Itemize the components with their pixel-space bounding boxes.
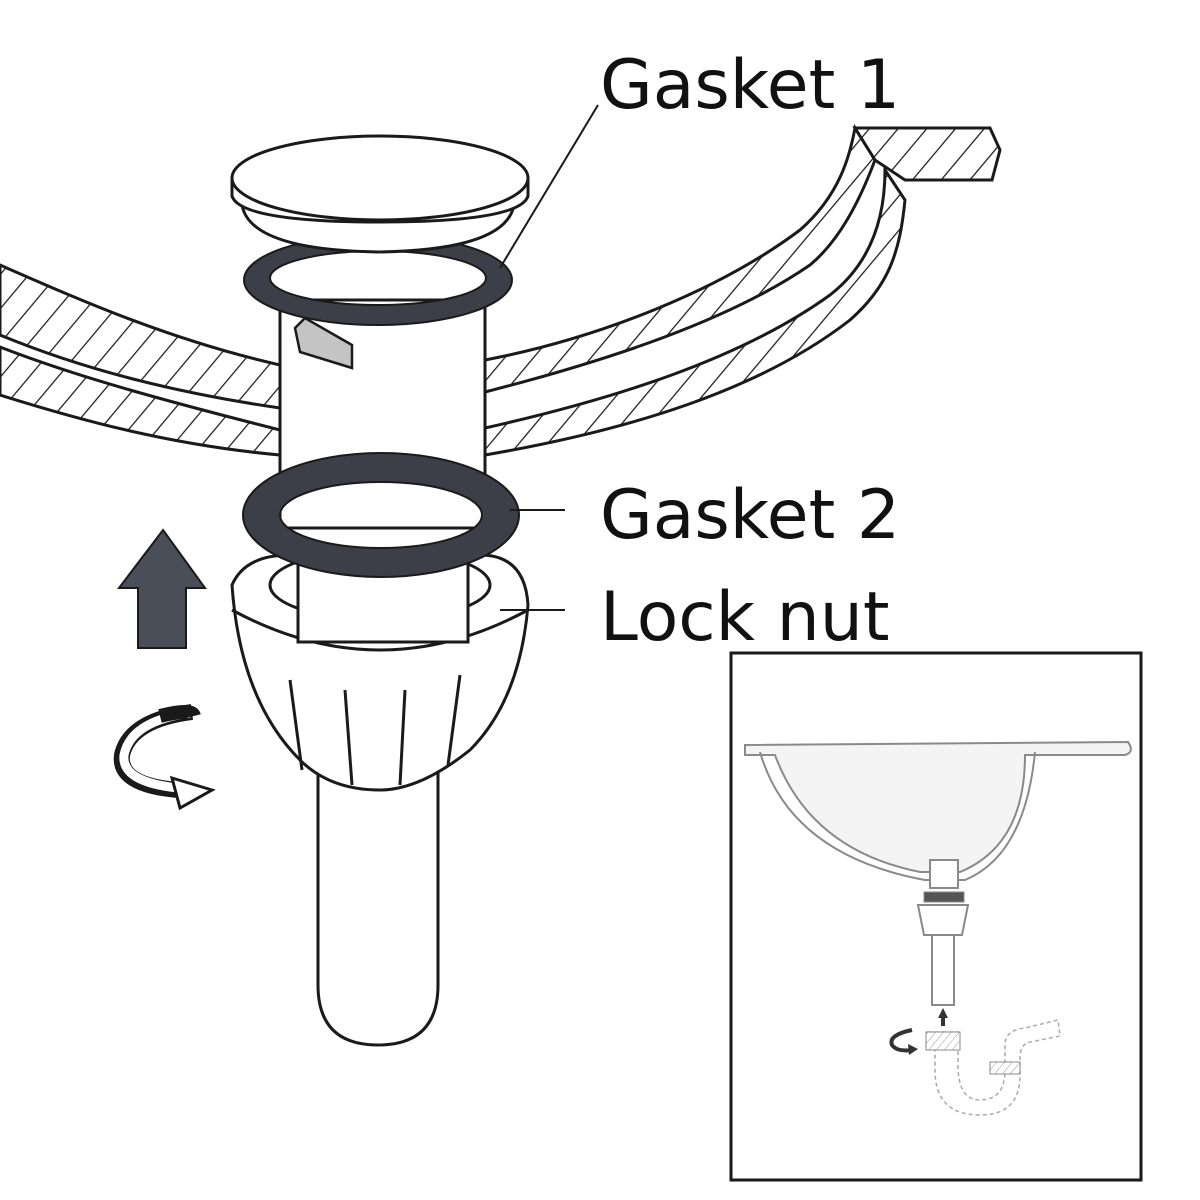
rotate-arrow-icon bbox=[113, 704, 216, 811]
lock-nut bbox=[230, 548, 530, 792]
sink-wall-right bbox=[483, 123, 907, 457]
up-arrow-icon bbox=[116, 528, 207, 649]
leader-gasket-1 bbox=[499, 104, 599, 269]
inset-p-trap bbox=[926, 1019, 1061, 1116]
popup-cap bbox=[230, 134, 530, 254]
gasket-2 bbox=[241, 452, 521, 578]
sink-wall-left bbox=[0, 263, 282, 457]
sink-rim bbox=[852, 126, 1002, 182]
label-lock-nut: Lock nut bbox=[600, 578, 890, 657]
label-gasket-1: Gasket 1 bbox=[600, 46, 900, 125]
tailpiece-pipe bbox=[316, 770, 440, 1047]
inset-basin bbox=[744, 740, 1132, 873]
overflow-slot bbox=[293, 316, 354, 370]
label-gasket-2: Gasket 2 bbox=[600, 476, 900, 555]
sink-basin-section bbox=[0, 123, 1002, 457]
inset-overview bbox=[729, 651, 1143, 1182]
drain-body bbox=[278, 298, 487, 530]
